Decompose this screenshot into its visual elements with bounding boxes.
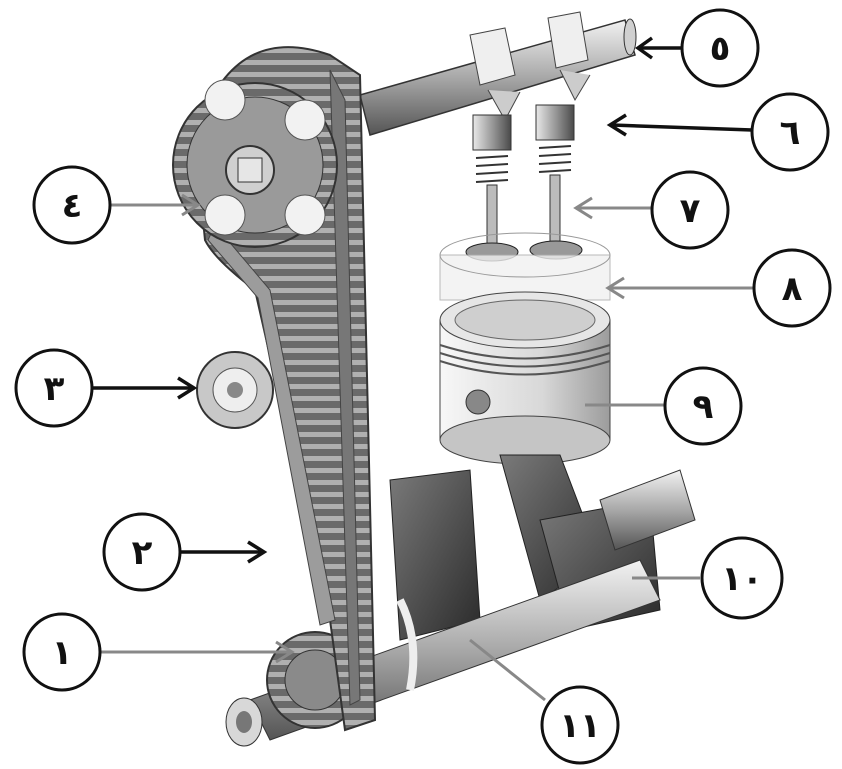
callout-4-label: ٤ bbox=[62, 186, 83, 226]
callout-4: ٤ bbox=[32, 165, 112, 245]
cam-sprocket bbox=[172, 79, 338, 248]
camshaft bbox=[359, 11, 637, 136]
cylinder bbox=[439, 232, 611, 301]
callout-2-label: ٢ bbox=[132, 533, 153, 573]
callout-1-label: ١ bbox=[52, 633, 73, 673]
callout-7-label: ٧ bbox=[680, 191, 701, 231]
valves bbox=[465, 104, 583, 262]
callout-11-label: ١١ bbox=[559, 706, 601, 746]
callout-1: ١ bbox=[22, 612, 102, 692]
callout-5: ٥ bbox=[680, 8, 760, 88]
callout-6: ٦ bbox=[750, 92, 830, 172]
callout-10: ١٠ bbox=[700, 536, 784, 620]
callout-8-label: ٨ bbox=[782, 269, 803, 309]
callout-5-label: ٥ bbox=[710, 29, 731, 69]
piston bbox=[439, 291, 611, 465]
callout-8: ٨ bbox=[752, 248, 832, 328]
callout-9: ٩ bbox=[663, 366, 743, 446]
label-pointers bbox=[92, 36, 754, 702]
callout-7: ٧ bbox=[650, 170, 730, 250]
tensioner-pulley bbox=[196, 351, 274, 429]
callout-11: ١١ bbox=[540, 685, 620, 765]
callout-10-label: ١٠ bbox=[721, 559, 763, 599]
callout-2: ٢ bbox=[102, 512, 182, 592]
callout-3: ٣ bbox=[14, 348, 94, 428]
callout-6-label: ٦ bbox=[780, 113, 801, 153]
callout-3-label: ٣ bbox=[44, 369, 65, 409]
callout-9-label: ٩ bbox=[693, 387, 714, 427]
